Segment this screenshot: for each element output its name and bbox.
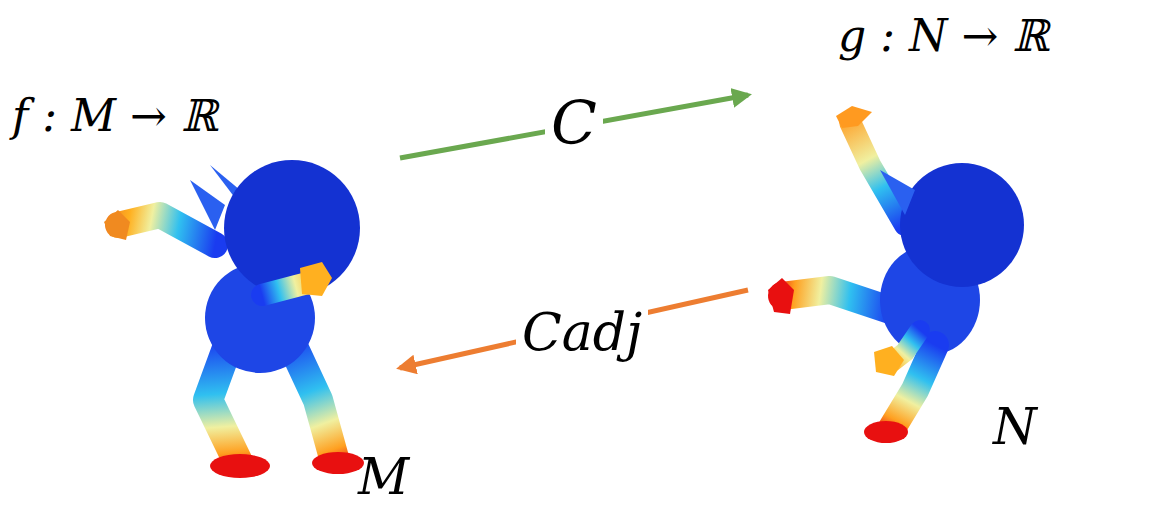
function-label: g : N → ℝ: [838, 12, 1049, 60]
mesh-ear: [880, 170, 915, 215]
mesh-node: f : M → ℝM: [100, 155, 400, 480]
mesh-right: [768, 106, 1024, 443]
mesh-arm: [850, 122, 905, 225]
mesh-foot: [768, 278, 794, 314]
mesh-foot: [210, 454, 270, 478]
mesh-hand: [874, 346, 904, 376]
shape-name: M: [358, 450, 409, 505]
map-arrow: [400, 290, 748, 368]
mesh-node: g : N → ℝN: [748, 85, 1030, 440]
operator-label: C: [545, 90, 603, 156]
mesh-head: [224, 160, 360, 296]
function-label: f : M → ℝ: [12, 92, 218, 140]
mesh-hand: [836, 106, 872, 128]
mesh-hand: [104, 210, 130, 240]
operator-label: Cadj: [516, 304, 648, 361]
mesh-foot: [864, 421, 908, 443]
mesh-foot: [312, 452, 364, 474]
mesh-hand: [300, 262, 332, 296]
mesh-leg: [782, 290, 890, 310]
mesh-ear: [190, 180, 225, 230]
mesh-head: [900, 163, 1024, 287]
mesh-arm: [118, 215, 215, 245]
mesh-left: [104, 160, 364, 478]
shape-name: N: [993, 400, 1037, 455]
